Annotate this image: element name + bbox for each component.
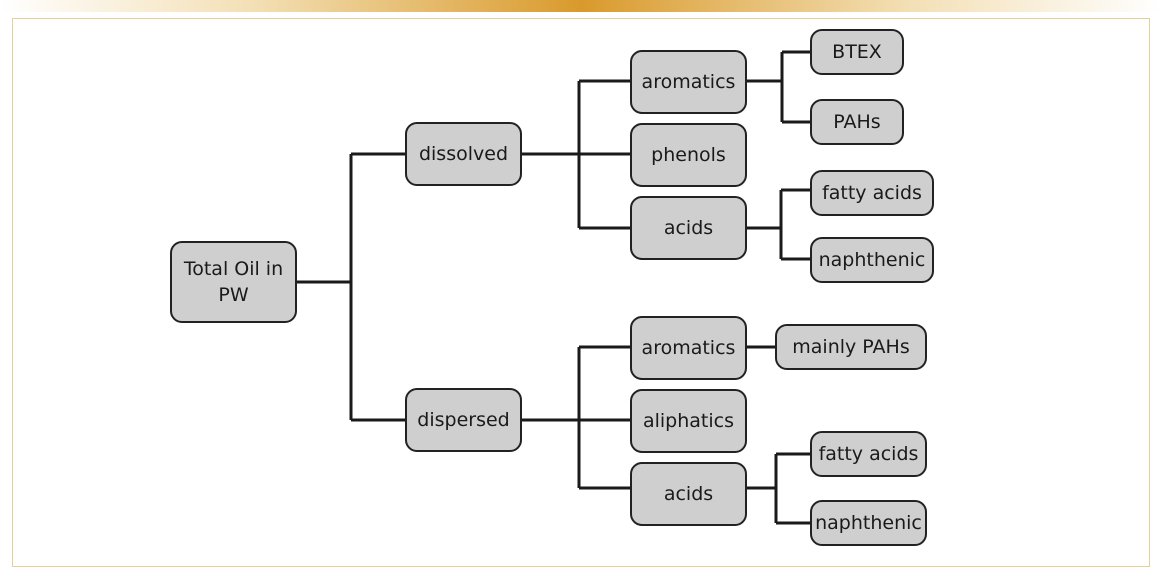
node-dispersed-acids-label: acids [663, 483, 714, 505]
node-dissolved-naphthenic-label: naphthenic [818, 249, 926, 271]
node-dispersed-acids: acids [630, 462, 747, 526]
node-aliphatics-label: aliphatics [642, 410, 735, 432]
node-phenols: phenols [630, 123, 747, 187]
node-mainly-pahs-label: mainly PAHs [792, 336, 910, 358]
node-dissolved-aromatics: aromatics [630, 50, 747, 114]
node-dissolved-naphthenic: naphthenic [810, 237, 934, 283]
top-accent-bar [0, 0, 1162, 12]
node-dissolved: dissolved [405, 122, 522, 186]
node-dissolved-fatty-acids-label: fatty acids [822, 182, 922, 204]
node-total-oil: Total Oil in PW [170, 241, 297, 323]
node-dissolved-acids-label: acids [663, 217, 714, 239]
connector-root-branch [297, 152, 406, 422]
node-dispersed-naphthenic-label: naphthenic [815, 512, 922, 534]
node-pahs-label: PAHs [833, 111, 881, 133]
connector-dispersed-branch [521, 345, 631, 490]
node-dispersed-fatty-acids-label: fatty acids [818, 443, 919, 465]
node-dissolved-fatty-acids: fatty acids [810, 170, 934, 216]
node-phenols-label: phenols [651, 144, 726, 166]
node-btex: BTEX [810, 29, 904, 75]
node-dispersed-fatty-acids: fatty acids [810, 431, 927, 477]
node-pahs: PAHs [810, 99, 904, 145]
node-total-oil-label: Total Oil in PW [183, 258, 284, 306]
node-aliphatics: aliphatics [630, 389, 747, 453]
node-dispersed: dispersed [405, 388, 522, 452]
connector-dissolved-branch [521, 79, 631, 230]
connector-dissolved-aromatics-branch [746, 50, 811, 124]
node-dispersed-naphthenic: naphthenic [810, 500, 927, 546]
node-dispersed-aromatics-label: aromatics [641, 337, 736, 359]
node-dispersed-aromatics: aromatics [630, 316, 747, 380]
connector-dispersed-acids-branch [746, 452, 811, 525]
node-mainly-pahs: mainly PAHs [775, 324, 927, 370]
node-dispersed-label: dispersed [417, 409, 510, 431]
node-dissolved-acids: acids [630, 196, 747, 260]
connector-dissolved-acids-branch [746, 188, 811, 261]
node-btex-label: BTEX [832, 41, 882, 63]
node-dissolved-label: dissolved [418, 143, 509, 165]
node-dissolved-aromatics-label: aromatics [641, 71, 736, 93]
